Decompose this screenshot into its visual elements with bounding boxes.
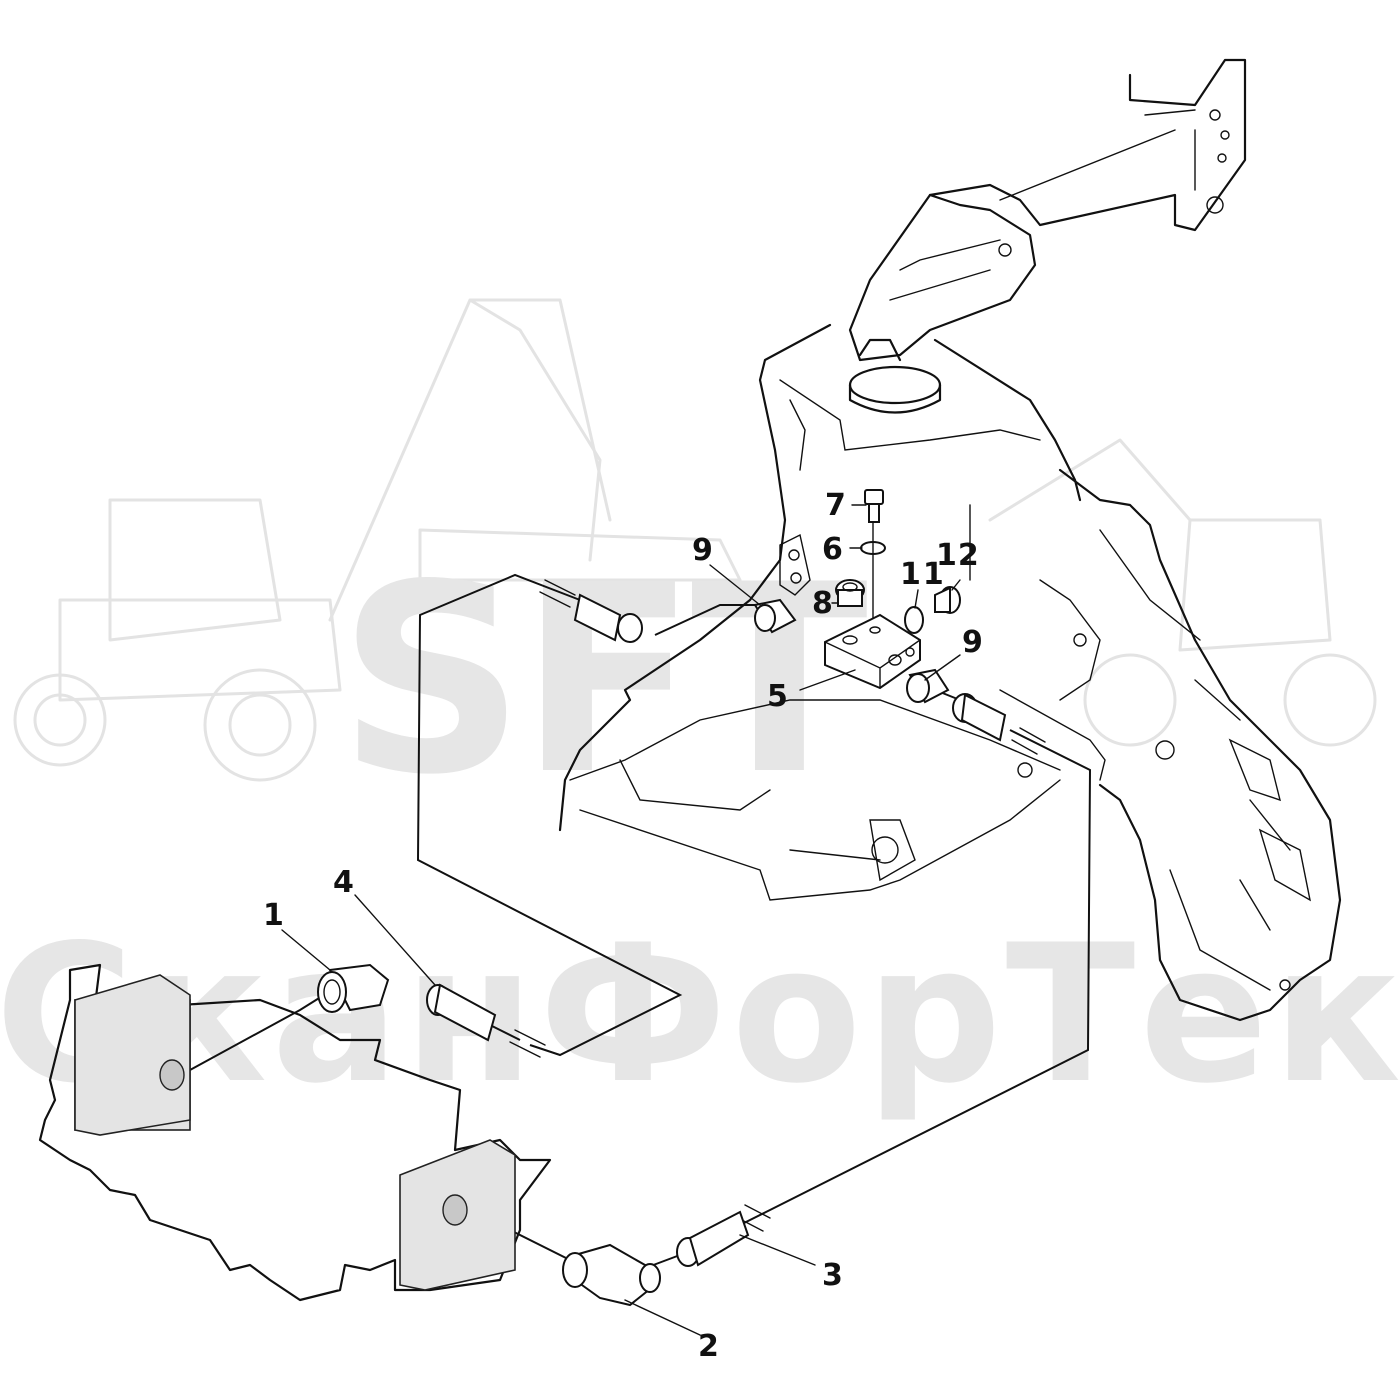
fittings [317, 489, 1007, 1307]
callout-8: 8 [812, 586, 833, 621]
frame-assembly [558, 58, 1342, 1022]
elbow-fitting-part-1 [317, 963, 390, 1013]
callout-3: 3 [822, 1258, 843, 1293]
watermark-machinery-outline [13, 298, 1377, 782]
mounting-blocks [38, 963, 552, 1302]
adapter-part-9-right [906, 668, 950, 704]
callout-12: 12 [936, 538, 980, 573]
callout-2: 2 [698, 1329, 719, 1364]
bolt-part-7 [864, 489, 884, 523]
callout-6: 6 [822, 532, 843, 567]
plug-part-12 [934, 586, 961, 614]
elbow-fitting-part-2 [562, 1243, 661, 1307]
callout-11: 11 [900, 557, 946, 592]
callout-5: 5 [767, 679, 788, 714]
watermark-company-name: СканФорТек [0, 904, 1400, 1125]
hose-end-upper-left [573, 593, 643, 643]
hose-end-right [952, 693, 1007, 742]
watermark-logo: SFT [338, 530, 870, 832]
leader-lines [281, 504, 971, 1336]
callout-9-right: 9 [962, 625, 983, 660]
callout-9-upper: 9 [692, 533, 713, 568]
seal-ring-part-11 [904, 606, 924, 634]
hose-fitting-part-4 [426, 983, 497, 1042]
fitting-part-8 [835, 579, 865, 607]
adapter-part-9-left [753, 598, 797, 634]
callout-1: 1 [263, 898, 284, 933]
callout-7: 7 [825, 488, 846, 523]
callout-4: 4 [333, 865, 354, 900]
callout-labels: 1 2 3 4 5 6 7 8 9 9 11 12 [263, 488, 983, 1364]
manifold-block-part-5 [824, 613, 921, 690]
hose-fitting-part-3 [676, 1210, 750, 1267]
